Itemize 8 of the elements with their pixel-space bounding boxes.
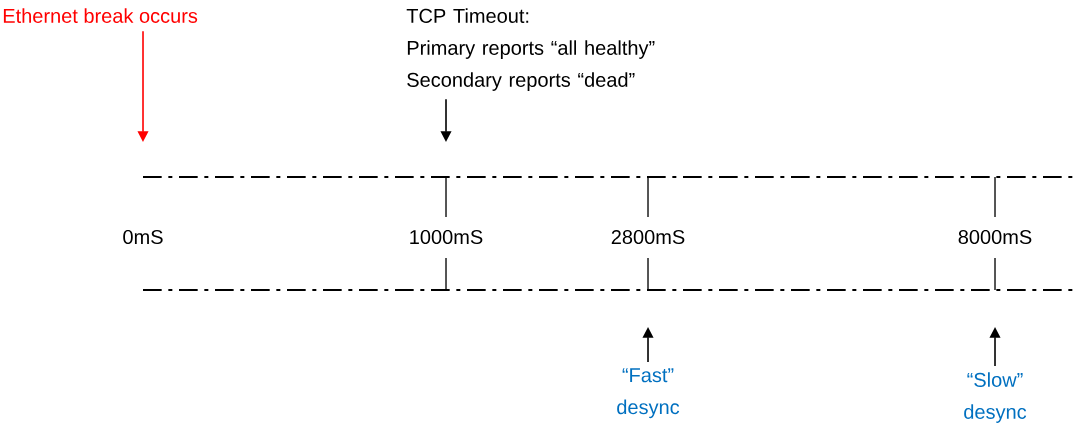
note-text: “Slow” desync xyxy=(964,372,1027,423)
note-text: TCP Timeout: Primary reports “all healthy” Secondary reports “dead” xyxy=(406,8,655,91)
time-label: 2800mS xyxy=(611,229,685,245)
time-label: 1000mS xyxy=(410,229,483,245)
note-text: “Fast” desync xyxy=(617,368,680,419)
time-label: 0mS xyxy=(123,229,163,245)
note-text: Ethernet break occurs xyxy=(3,8,198,23)
time-label: 8000mS xyxy=(958,229,1032,245)
